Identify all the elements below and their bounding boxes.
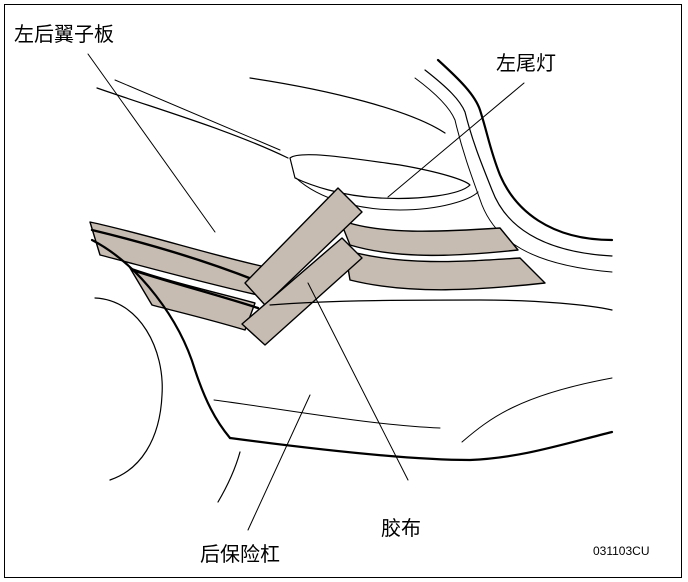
leader-tape xyxy=(307,282,409,481)
housing-lower xyxy=(295,177,479,211)
label-rear-bumper: 后保险杠 xyxy=(200,542,280,566)
figure-frame xyxy=(4,4,682,578)
label-left-tail-light: 左尾灯 xyxy=(496,51,556,75)
tail-light-lower-lens xyxy=(344,249,546,291)
wheel-arch-lower xyxy=(217,451,241,503)
bumper-lower-edge xyxy=(228,430,614,462)
trunk-edge-line xyxy=(249,77,446,134)
label-left-rear-fender: 左后翼子板 xyxy=(14,22,114,46)
roof-pillar-outer xyxy=(436,58,614,242)
leader-fender-2 xyxy=(114,79,281,151)
tape-strip-gap-line-2 xyxy=(130,268,260,310)
roof-pillar-inner xyxy=(424,69,613,257)
leader-tail-light xyxy=(387,82,525,198)
tape-diagonal-upper xyxy=(244,187,363,306)
fender-line-upper xyxy=(96,87,289,159)
bumper-body-line xyxy=(269,299,613,311)
label-tape: 胶布 xyxy=(381,516,421,540)
bumper-crease-right xyxy=(461,377,613,443)
tape-diagonal-lower xyxy=(241,237,363,346)
label-figure-code: 031103CU xyxy=(593,544,650,558)
leader-fender-1 xyxy=(87,53,216,233)
roof-pillar-inner-2 xyxy=(414,77,613,273)
tape-strip-gap-line xyxy=(90,228,264,285)
bumper-crease xyxy=(213,399,441,429)
tail-light-housing xyxy=(289,154,471,199)
wheel-arch xyxy=(94,297,163,481)
quarter-panel-line xyxy=(90,238,232,440)
leader-bumper xyxy=(247,394,311,531)
tail-light-upper-lens xyxy=(339,219,519,257)
